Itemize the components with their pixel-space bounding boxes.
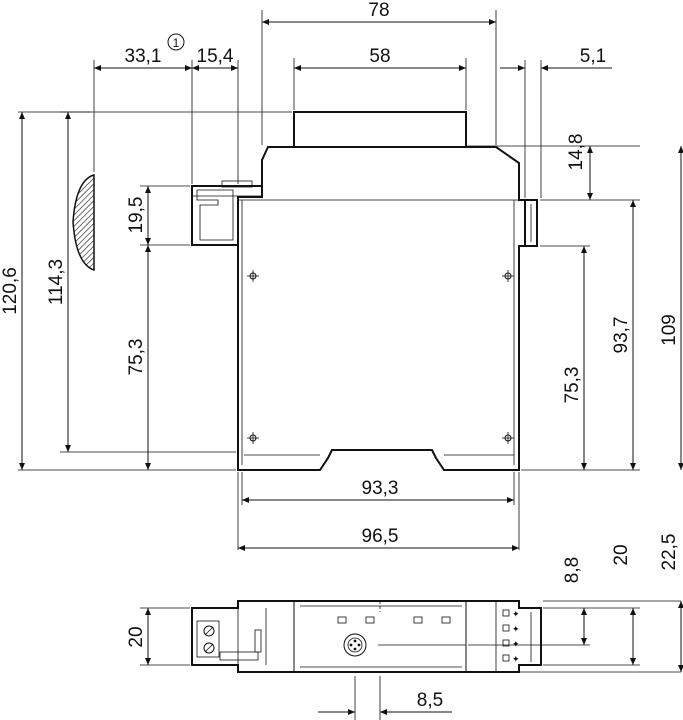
dim-height-connector: 19,5 xyxy=(126,197,147,234)
screw-icon xyxy=(247,432,259,444)
dim-height-mid-right: 93,7 xyxy=(611,317,632,354)
dim-height-lower-right: 75,3 xyxy=(562,367,583,404)
terminal-screw-icon xyxy=(203,625,215,637)
dim-bottom-pitch: 8,5 xyxy=(417,690,443,711)
din-rail-section xyxy=(72,174,95,272)
dim-width-total: 78 xyxy=(368,0,389,21)
bottom-dimension-labels: 20 8,8 20 22,5 8,5 xyxy=(126,534,680,711)
dim-width-inner: 93,3 xyxy=(362,478,399,499)
dimension-labels: 78 58 33,1 1 15,4 5,1 120,6 114,3 19,5 7… xyxy=(0,0,680,547)
dim-width-connector: 15,4 xyxy=(197,46,234,67)
dim-bottom-height-left: 20 xyxy=(126,626,147,647)
screw-icon xyxy=(502,270,514,282)
screw-icon xyxy=(502,432,514,444)
note-number: 1 xyxy=(173,36,180,50)
dim-height-full-right: 109 xyxy=(659,314,680,346)
dim-bottom-height-c: 22,5 xyxy=(659,534,680,571)
terminal-screw-icon xyxy=(203,642,215,654)
dim-bottom-height-a: 8,8 xyxy=(562,557,583,583)
dim-width-outer: 96,5 xyxy=(362,526,399,547)
device-front-view xyxy=(72,111,538,471)
led-indicator xyxy=(441,616,451,624)
led-indicator xyxy=(413,616,423,624)
extension-lines xyxy=(18,10,640,550)
dim-offset-left: 33,1 xyxy=(125,46,162,67)
terminal-row: ✦ ✦ ✦ ✦ xyxy=(502,609,520,665)
device-bottom-view: ✦ ✦ ✦ ✦ xyxy=(191,600,542,673)
svg-text:✦: ✦ xyxy=(512,610,520,620)
svg-text:✦: ✦ xyxy=(512,655,520,665)
led-indicator xyxy=(365,616,375,624)
bottom-dimension-lines xyxy=(140,600,683,720)
svg-text:✦: ✦ xyxy=(512,625,520,635)
dim-offset-right: 5,1 xyxy=(580,46,606,67)
dim-height-lower-left: 75,3 xyxy=(126,339,147,376)
screw-icon xyxy=(247,270,259,282)
dim-height-top-right: 14,8 xyxy=(566,134,587,171)
led-indicator xyxy=(337,616,347,624)
dim-bottom-height-b: 20 xyxy=(611,544,632,565)
dimension-lines xyxy=(19,19,683,551)
dim-width-top: 58 xyxy=(369,46,390,67)
dim-height-rail: 114,3 xyxy=(46,259,67,305)
m12-connector-icon xyxy=(343,633,367,657)
note-circle-icon: 1 xyxy=(167,33,185,51)
dim-height-total: 120,6 xyxy=(0,267,21,315)
